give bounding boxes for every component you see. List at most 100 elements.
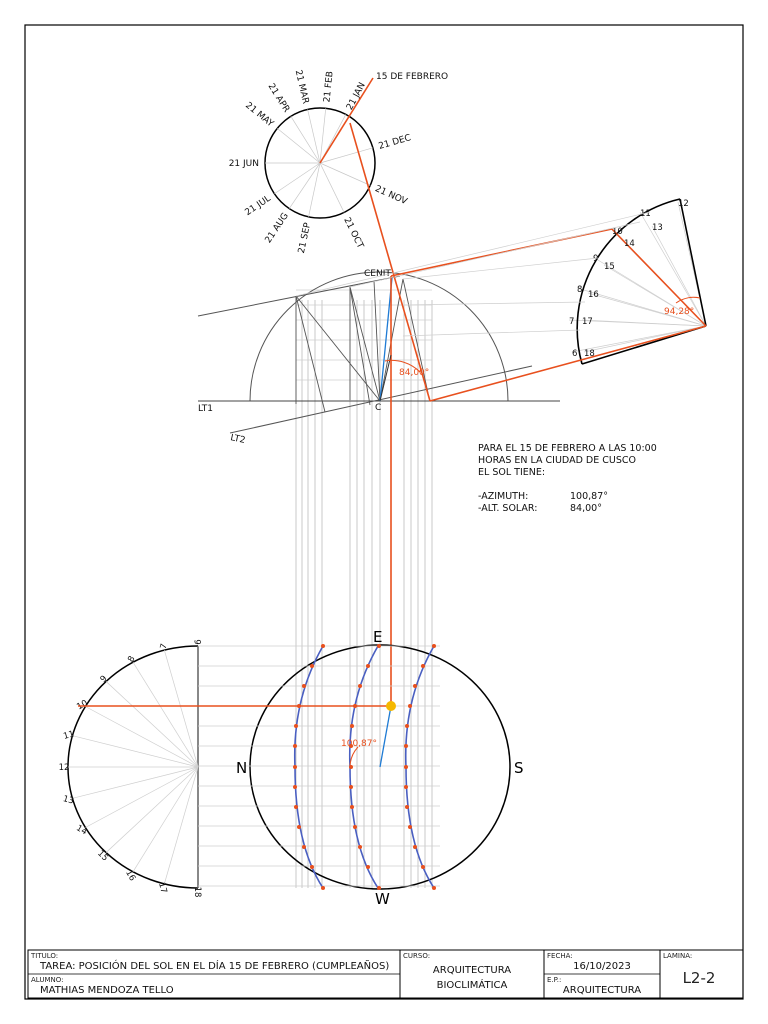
sun-path-summer (404, 645, 435, 889)
hour-ray-construction (587, 292, 707, 327)
month-ray (319, 162, 371, 186)
february-ray (319, 77, 374, 164)
hour-ray-construction (571, 325, 707, 353)
hour-point (366, 664, 370, 668)
tilted-upper-line (197, 275, 401, 317)
alumno-value: MATHIAS MENDOZA TELLO (40, 985, 174, 996)
cenit-label: CENIT (364, 269, 391, 279)
month-ray (308, 162, 321, 217)
hour-point (404, 785, 408, 789)
azimuth-label: -AZIMUTH: (478, 491, 528, 502)
hour-point (421, 664, 425, 668)
hour-point (366, 865, 370, 869)
info-line-2: HORAS EN LA CIUDAD DE CUSCO (478, 455, 636, 466)
lt2-line (229, 365, 533, 434)
curso-line-2: BIOCLIMÁTICA (437, 978, 508, 991)
hour-ray-plan (132, 766, 199, 872)
hour-point (310, 865, 314, 869)
info-line-3: EL SOL TIENE: (478, 467, 545, 478)
azimuth-vector (379, 705, 392, 768)
center-label: C (375, 403, 381, 413)
compass-west: W (375, 890, 390, 908)
hour-angle-label: 94,28° (664, 307, 694, 317)
month-ray (319, 162, 345, 213)
hour-arc (576, 198, 681, 365)
altitude-vector (379, 277, 393, 402)
altitude-angle-label: 84,00° (399, 368, 429, 378)
ep-value: ARQUITECTURA (563, 985, 641, 996)
month-ray (277, 128, 321, 164)
compass-north: N (236, 759, 247, 777)
hour-ray-plan (85, 766, 199, 828)
compass-south: S (514, 759, 524, 777)
plan-hour-label: 7 (159, 643, 170, 651)
titulo-value: TAREA: POSICIÓN DEL SOL EN EL DÍA 15 DE … (39, 959, 389, 972)
altitude-ray (379, 354, 392, 402)
lt1-label: LT1 (198, 404, 213, 414)
hour-point (297, 825, 301, 829)
plan-hour-label: 8 (126, 654, 137, 664)
plan-hour-label: 13 (62, 794, 75, 806)
hour-point (293, 765, 297, 769)
plan-hour-label: 18 (192, 887, 202, 898)
alumno-label: ALUMNO: (31, 976, 63, 984)
month-label: 21 SEP (297, 221, 313, 254)
lt2-label: LT2 (229, 433, 246, 446)
hour-point (302, 684, 306, 688)
hour-point (404, 744, 408, 748)
info-block: PARA EL 15 DE FEBRERO A LAS 10:00 HORAS … (478, 443, 657, 514)
hour-ray-construction (583, 325, 707, 353)
hour-point (405, 805, 409, 809)
quadrant-hour-label: 10 (612, 227, 623, 237)
hour-point (353, 825, 357, 829)
plan-hour-label: 14 (74, 823, 88, 837)
plan-hour-label: 16 (123, 869, 137, 883)
hour-ray-plan (72, 735, 199, 768)
quadrant-hour-label: 15 (604, 262, 615, 272)
lamina-value: L2-2 (683, 969, 716, 987)
celestial-semicircle (249, 271, 509, 402)
plan-hour-label: 17 (156, 881, 168, 894)
quadrant-hour-label: 7 (569, 317, 574, 327)
hour-ray-plan (132, 662, 199, 768)
info-line-1: PARA EL 15 DE FEBRERO A LAS 10:00 (478, 443, 657, 454)
quadrant-hour-label: 12 (678, 199, 689, 209)
plan-hour-label: 9 (99, 674, 110, 685)
month-ray (290, 116, 321, 164)
hour-point (408, 825, 412, 829)
quadrant-hour-label: 13 (652, 223, 663, 233)
month-ray (319, 108, 327, 164)
hour-point (350, 805, 354, 809)
hour-point (413, 845, 417, 849)
month-label: 21 FEB (322, 71, 335, 103)
hour-point (310, 664, 314, 668)
azimuth-arc (349, 746, 359, 768)
hour-arc-edge-top (679, 198, 707, 327)
hour-ray-plan (105, 766, 199, 853)
month-label: 21 AUG (264, 211, 291, 245)
hour-point (321, 886, 325, 890)
hour-ray-plan (85, 706, 199, 768)
hour-point (321, 644, 325, 648)
hour-point (302, 845, 306, 849)
compass-east: E (373, 628, 382, 646)
elevation-view: 84,00° CENIT C LT1 LT2 (197, 122, 560, 888)
azimuth-value: 100,87° (570, 491, 608, 502)
month-label: 21 MAY (243, 101, 275, 130)
sun-path-winter (293, 645, 324, 889)
quadrant-hour-label: 9 (593, 254, 598, 264)
sun-position-marker (386, 701, 396, 711)
quadrant-hour-label: 14 (624, 239, 635, 249)
hour-point (349, 744, 353, 748)
lamina-label: LAMINA: (663, 952, 692, 960)
hour-ray-plan (105, 681, 199, 768)
month-label: 21 OCT (341, 216, 365, 251)
hour-point (349, 785, 353, 789)
hour-ray-plan (164, 650, 199, 768)
quadrant-hour-label: 17 (582, 317, 593, 327)
hour-ray-plan (164, 766, 199, 884)
month-label: 21 JUN (229, 159, 259, 169)
hour-ray-construction (603, 264, 707, 327)
